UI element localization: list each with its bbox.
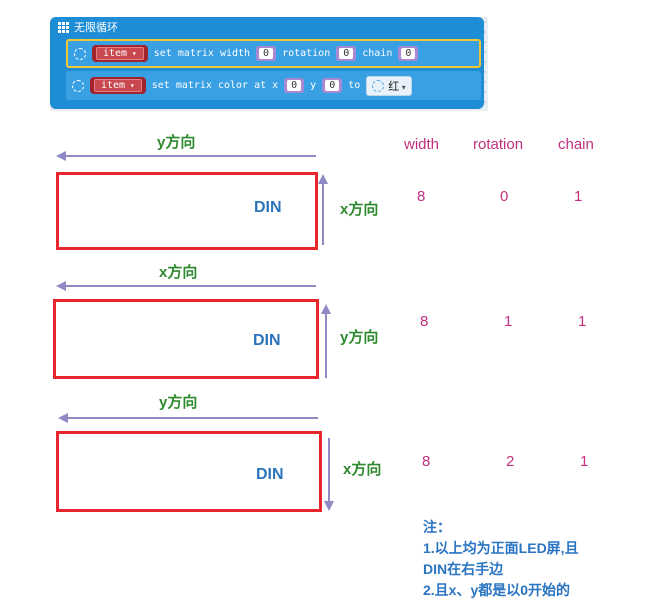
- grid-icon: [58, 22, 69, 33]
- note: 注： 1.以上均为正面LED屏,且 DIN在右手边 2.且x、y都是以0开始的: [423, 517, 579, 601]
- x-value[interactable]: 0: [287, 80, 302, 91]
- note-line-1: 1.以上均为正面LED屏,且: [423, 540, 579, 556]
- din-label-3: DIN: [256, 466, 284, 483]
- block-editor: 无限循环 item set matrix width 0 rotation 0 …: [50, 17, 488, 111]
- din-label-2: DIN: [253, 332, 281, 349]
- set-matrix-color-text: set matrix color at x: [151, 80, 279, 91]
- forever-label: 无限循环: [74, 21, 118, 34]
- vertical-label-3: x方向: [343, 461, 382, 478]
- forever-block[interactable]: 无限循环 item set matrix width 0 rotation 0 …: [50, 17, 484, 109]
- row1-chain: 1: [574, 188, 583, 205]
- note-line-3: 2.且x、y都是以0开始的: [423, 582, 571, 598]
- horizontal-label-3: y方向: [159, 394, 198, 411]
- led-panel-1: [56, 172, 318, 250]
- loading-icon: [372, 79, 385, 92]
- set-matrix-color-block[interactable]: item set matrix color at x 0 y 0 to 红: [66, 71, 481, 100]
- loading-icon: [72, 79, 84, 92]
- row3-rotation: 2: [506, 453, 515, 470]
- variable-dropdown[interactable]: item: [94, 79, 142, 92]
- chain-text: chain: [362, 48, 393, 59]
- to-text: to: [348, 80, 361, 91]
- led-panel-2: [53, 299, 319, 379]
- note-line-2: DIN在右手边: [423, 561, 504, 577]
- note-title: 注：: [423, 519, 451, 535]
- horizontal-label-2: x方向: [159, 264, 198, 281]
- chain-value[interactable]: 0: [401, 48, 416, 59]
- variable-block[interactable]: item: [90, 77, 146, 94]
- column-header-rotation: rotation: [473, 136, 524, 153]
- row2-chain: 1: [578, 313, 587, 330]
- vertical-label-1: x方向: [340, 201, 379, 218]
- width-value[interactable]: 0: [259, 48, 274, 59]
- row2-rotation: 1: [504, 313, 513, 330]
- width-input[interactable]: 0: [256, 46, 277, 61]
- y-input[interactable]: 0: [322, 78, 343, 93]
- row2-width: 8: [420, 313, 429, 330]
- row3-width: 8: [422, 453, 431, 470]
- din-label-1: DIN: [254, 199, 282, 216]
- chain-input[interactable]: 0: [398, 46, 419, 61]
- variable-block[interactable]: item: [92, 45, 148, 62]
- row1-rotation: 0: [500, 188, 509, 205]
- forever-header: 无限循环: [58, 20, 118, 34]
- color-value[interactable]: 红: [388, 78, 406, 94]
- x-input[interactable]: 0: [284, 78, 305, 93]
- row1-width: 8: [417, 188, 426, 205]
- set-matrix-width-block[interactable]: item set matrix width 0 rotation 0 chain…: [66, 39, 481, 68]
- horizontal-label-1: y方向: [157, 134, 196, 151]
- rotation-text: rotation: [282, 48, 331, 59]
- y-text: y: [310, 80, 317, 91]
- y-value[interactable]: 0: [325, 80, 340, 91]
- variable-dropdown[interactable]: item: [96, 47, 144, 60]
- rotation-value[interactable]: 0: [339, 48, 354, 59]
- loading-icon: [74, 47, 86, 60]
- set-matrix-width-text: set matrix width: [153, 48, 251, 59]
- vertical-label-2: y方向: [340, 329, 379, 346]
- led-panel-3: [56, 431, 322, 512]
- row3-chain: 1: [580, 453, 589, 470]
- column-header-width: width: [404, 136, 440, 153]
- column-header-chain: chain: [558, 136, 594, 153]
- color-dropdown[interactable]: 红: [366, 75, 412, 96]
- rotation-input[interactable]: 0: [336, 46, 357, 61]
